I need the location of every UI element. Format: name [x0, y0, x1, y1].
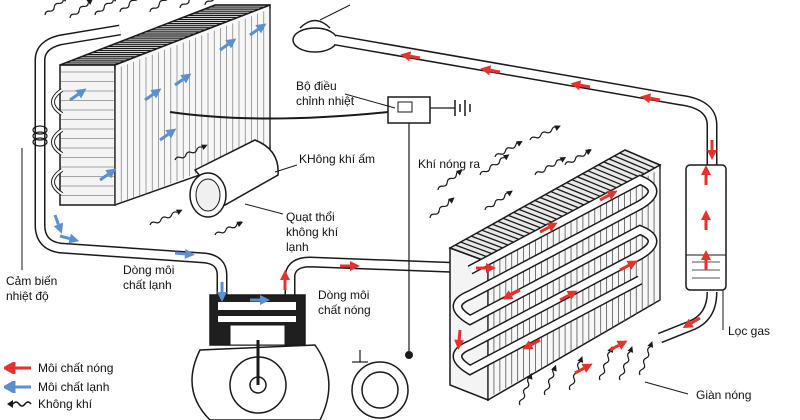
thermostat — [169, 96, 471, 359]
legend-item-hot: Môi chất nóng — [4, 360, 113, 376]
compressor — [191, 294, 409, 420]
label-leader-lines — [21, 93, 724, 395]
expansion-valve — [292, 4, 351, 53]
blue-arrow-icon — [4, 381, 31, 393]
legend-label-air: Không khí — [38, 397, 93, 411]
blower-label: Quạt thổi không khí lạnh — [286, 210, 339, 254]
refrigerant-flow-arrows — [53, 23, 717, 375]
legend-label-hot: Môi chất nóng — [38, 361, 114, 375]
hot-refrigerant-flow-label: Dòng môi chất nóng — [318, 288, 371, 317]
hot-air-out-label: Khí nóng ra — [418, 157, 481, 171]
gas-filter-label: Lọc gas — [728, 324, 771, 338]
blower — [189, 139, 279, 218]
temperature-sensor-coil — [32, 125, 48, 147]
legend-label-cold: Môi chất lạnh — [38, 380, 110, 394]
legend-item-cold: Môi chất lạnh — [4, 379, 109, 395]
legend-item-air: Không khí — [4, 396, 92, 412]
cold-refrigerant-flow-label: Dòng môi chất lạnh — [123, 263, 175, 292]
evaporator-fin-lines — [60, 4, 271, 205]
wavy-arrow-icon — [7, 400, 32, 408]
condenser — [448, 149, 662, 402]
condenser-fin-lines — [449, 149, 661, 398]
temperature-sensor-label: Cảm biến nhiệt độ — [6, 274, 58, 303]
condenser-label: Giàn nóng — [696, 388, 752, 402]
red-arrow-icon — [4, 362, 31, 374]
thermostat-label: Bộ điều chỉnh nhiệt — [296, 79, 355, 108]
warm-air-label: KHông khí ấm — [299, 152, 376, 166]
evaporator-front — [59, 64, 116, 206]
battery-icon — [454, 100, 471, 116]
